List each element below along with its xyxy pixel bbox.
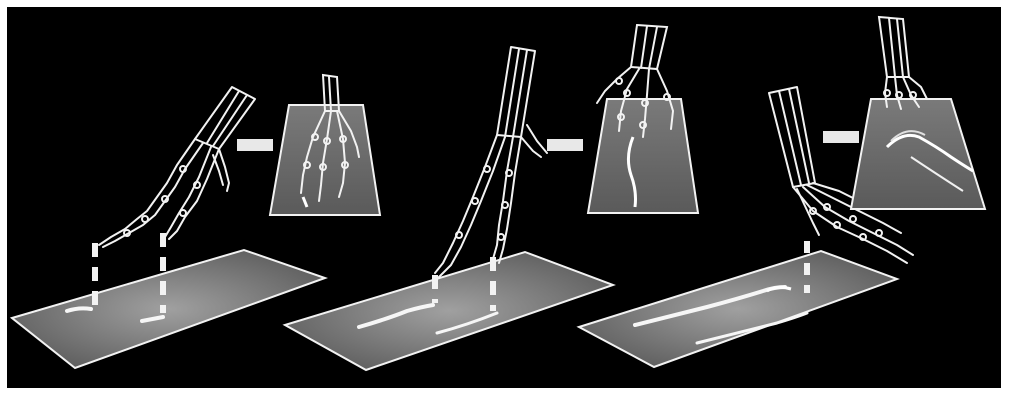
track-plate-icon xyxy=(285,252,613,370)
track-plate-icon xyxy=(12,250,325,368)
connector-bar xyxy=(237,139,273,151)
figure-panel xyxy=(7,7,1001,388)
inset-foot-closeup-icon xyxy=(851,99,985,209)
foot-skeleton-icon xyxy=(99,87,255,247)
track-plate-icon xyxy=(579,251,897,367)
inset-foot-closeup-icon xyxy=(270,105,380,215)
connector-bar xyxy=(823,131,859,143)
foot-skeleton-icon xyxy=(435,47,547,277)
inset-foot-closeup-icon xyxy=(588,99,698,213)
figure-illustration xyxy=(7,7,1001,388)
inset-foot-skeleton xyxy=(879,17,927,109)
connector-bar xyxy=(547,139,583,151)
